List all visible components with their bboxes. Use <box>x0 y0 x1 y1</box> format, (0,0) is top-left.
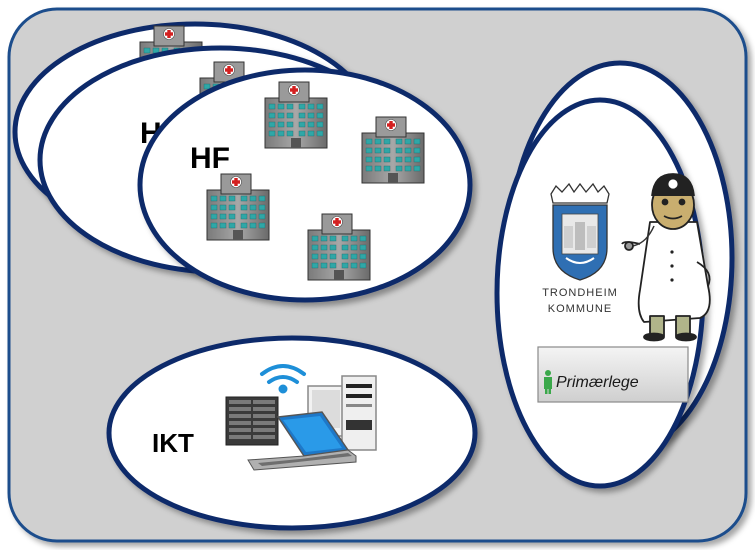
doctor-icon <box>621 173 711 342</box>
primaerlege-button-label: Primærlege <box>556 374 639 391</box>
person-icon <box>544 370 552 394</box>
wifi-icon <box>260 364 306 394</box>
ikt-illustration <box>225 364 377 471</box>
trondheim-coat-of-arms-icon <box>550 182 610 281</box>
primaerlege-button[interactable]: Primærlege <box>537 346 689 403</box>
laptop-icon <box>247 411 357 471</box>
desktop-computer-icon <box>307 375 377 451</box>
server-rack-icon <box>225 396 279 446</box>
hf-label-3: HF <box>190 142 230 175</box>
ikt-label: IKT <box>152 428 194 458</box>
municipality-name-line1: TRONDHEIM <box>542 287 618 299</box>
municipality-name-line2: KOMMUNE <box>548 303 612 315</box>
